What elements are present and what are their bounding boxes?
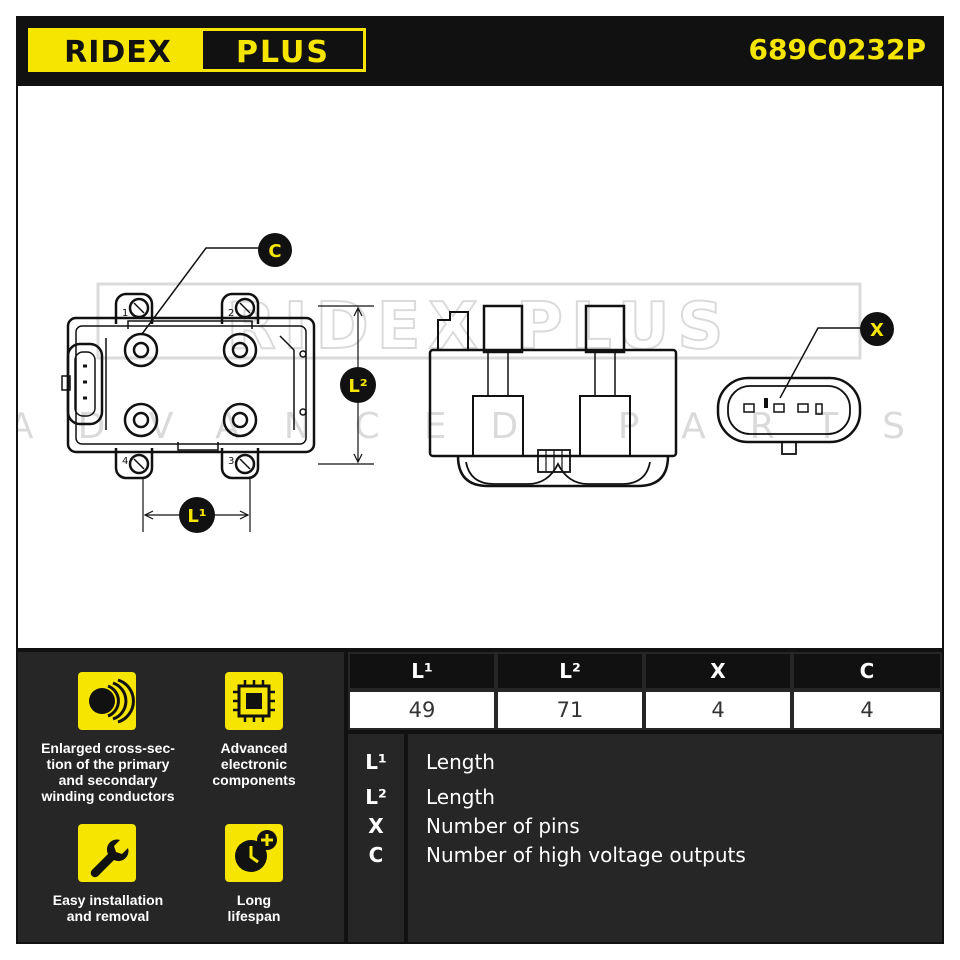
coil-top-view <box>61 292 316 480</box>
legend-text-c: Number of high voltage outputs <box>426 843 746 867</box>
chip-icon <box>225 672 283 730</box>
spec-value-x: 4 <box>646 692 790 728</box>
brand-name-left: RIDEX <box>64 35 172 70</box>
brand-logo-plus: PLUS <box>200 28 366 72</box>
spec-header-l2: L² <box>498 654 642 688</box>
dim-l2-badge <box>340 367 376 403</box>
watermark-subtitle: ADVANCED PARTS <box>18 406 942 447</box>
pin-label-3: 3 <box>228 456 234 467</box>
watermark-title: RIDEX PLUS <box>226 290 731 364</box>
legend-divider <box>404 734 408 942</box>
wrench-icon <box>78 824 136 882</box>
spec-value-l2: 71 <box>498 692 642 728</box>
dim-l1-label: L¹ <box>187 506 206 527</box>
part-number: 689C0232P <box>748 33 926 66</box>
coil-side-view <box>428 304 678 488</box>
header-bar: RIDEX PLUS 689C0232P <box>16 16 944 86</box>
legend-text-l1: Length <box>426 750 495 774</box>
clock-plus-icon <box>225 824 283 882</box>
spec-header-c: C <box>794 654 940 688</box>
legend-symbol-c: C <box>368 843 384 867</box>
pin-label-4: 4 <box>122 456 128 467</box>
callout-x: X <box>779 312 894 399</box>
cross-section-icon <box>78 672 136 730</box>
callout-x-label: X <box>870 320 884 341</box>
dim-l2-label: L² <box>348 376 367 397</box>
spec-value-l1: 49 <box>350 692 494 728</box>
spec-header-x: X <box>646 654 790 688</box>
drawing-canvas: RIDEX PLUS ADVANCED PARTS <box>9 233 942 533</box>
technical-drawing: RIDEX PLUS ADVANCED PARTS <box>9 86 942 648</box>
callout-c: C <box>141 233 292 335</box>
legend-text-x: Number of pins <box>426 814 580 838</box>
specs-panel: L¹ L² X C 49 71 4 4 L¹ Length L² Length … <box>348 652 942 942</box>
brand-name-right: PLUS <box>235 35 330 70</box>
legend-text-l2: Length <box>426 785 495 809</box>
pin-label-1: 1 <box>122 308 128 319</box>
watermark: RIDEX PLUS ADVANCED PARTS <box>9 282 942 447</box>
legend-symbol-l2: L² <box>365 785 387 809</box>
legend-symbol-l1: L¹ <box>365 750 387 774</box>
brand-logo-ridex: RIDEX <box>28 28 208 72</box>
spec-value-c: 4 <box>794 692 940 728</box>
spec-header-l1: L¹ <box>350 654 494 688</box>
callout-c-label: C <box>268 241 281 262</box>
legend-symbol-x: X <box>368 814 384 838</box>
legend-top-divider <box>348 730 942 734</box>
pin-label-2: 2 <box>228 308 234 319</box>
connector-face <box>716 376 862 455</box>
dim-l1-badge <box>179 497 215 533</box>
